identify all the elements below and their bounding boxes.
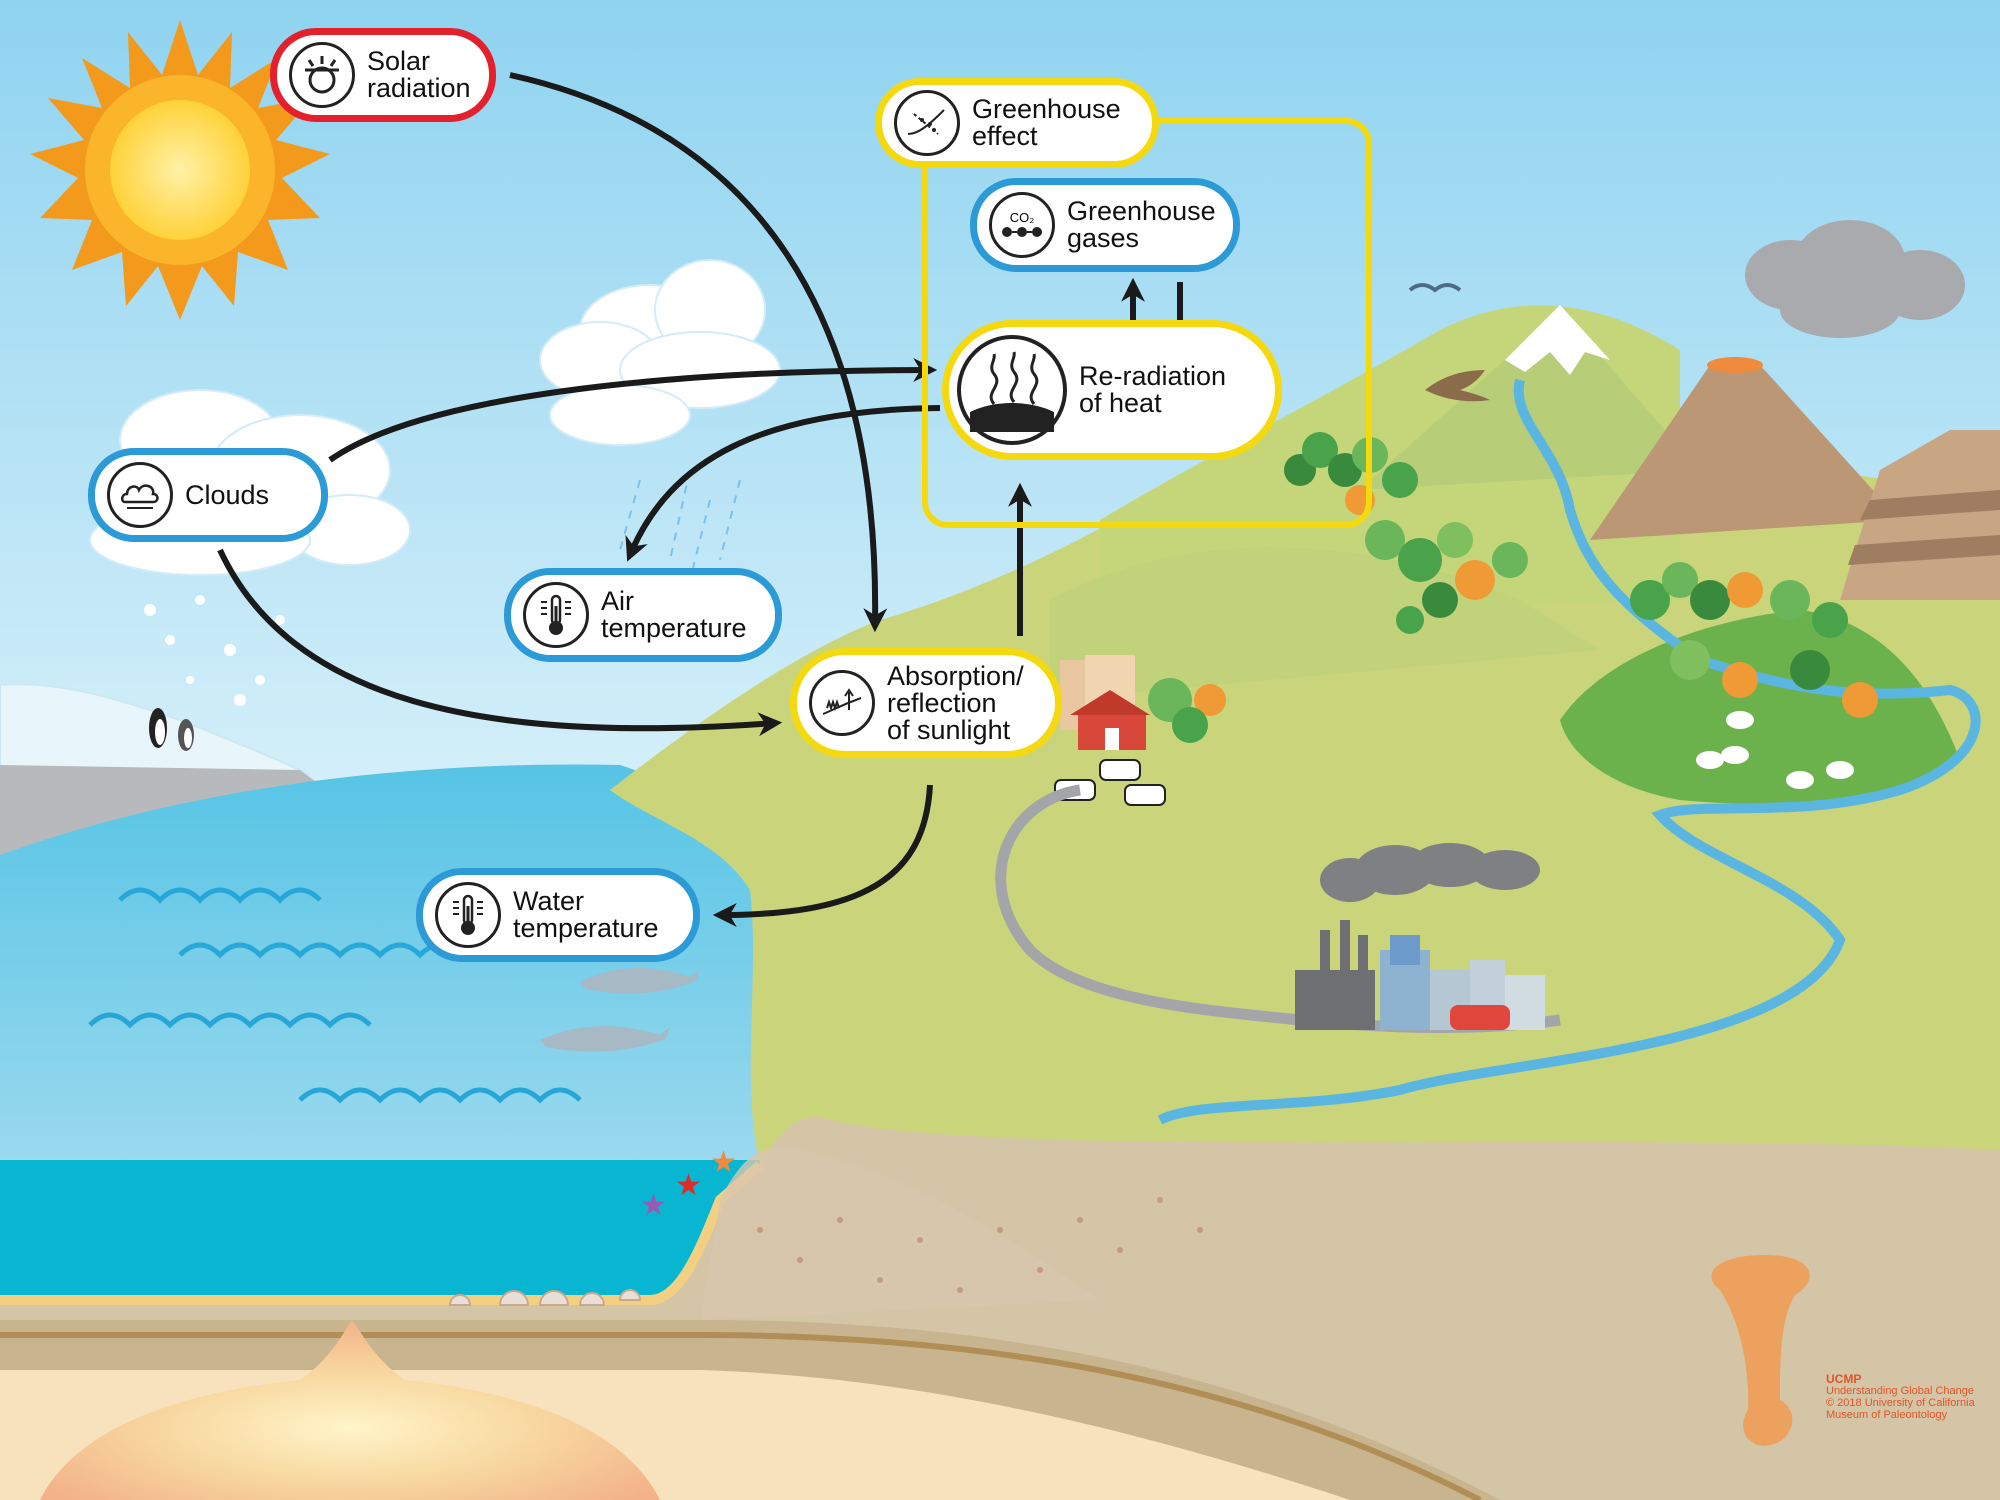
heat-waves-icon [957, 335, 1067, 445]
forest [1148, 432, 1878, 743]
eagle [1425, 370, 1490, 402]
volcano [1590, 365, 1900, 540]
node-label: Absorption/ reflection of sunlight [887, 660, 1024, 745]
node-label: Greenhouse effect [972, 94, 1121, 151]
thermometer-icon [523, 582, 589, 648]
node-absorption-reflection[interactable]: Absorption/ reflection of sunlight [790, 648, 1062, 758]
credit-line: Understanding Global Change [1826, 1385, 1974, 1397]
arrow-clouds-to-reradiation [328, 358, 938, 463]
arrow-clouds-to-absorption [217, 548, 783, 737]
node-label: Greenhouse gases [1067, 196, 1216, 253]
arrow-reradiation-to-air-temp [625, 405, 941, 562]
node-solar-radiation[interactable]: Solar radiation [270, 28, 496, 122]
volcano-smoke [1745, 220, 1965, 338]
snowy-mountain [1360, 310, 1700, 490]
sheep [1696, 711, 1854, 789]
thermometer-icon [435, 882, 501, 948]
node-label: Solar radiation [367, 46, 471, 103]
absorption-icon [809, 670, 875, 736]
node-greenhouse-gases[interactable]: CO₂ Greenhouse gases [970, 178, 1240, 272]
sediment-dots [757, 1197, 1203, 1293]
svg-text:★: ★ [710, 1145, 737, 1180]
co2-molecule-icon: CO₂ [989, 192, 1055, 258]
greenhouse-effect-icon [894, 90, 960, 156]
magma-chamber [40, 1320, 660, 1500]
sky-cloud [539, 259, 781, 446]
sun [30, 20, 330, 320]
cloud-icon [107, 462, 173, 528]
rain [619, 469, 741, 581]
meadow [1560, 610, 1960, 804]
dolphins [540, 968, 700, 1052]
river [1157, 378, 1981, 1125]
credit-brand: UCMP [1826, 1372, 1862, 1386]
magma-plume [1711, 1255, 1810, 1446]
starfish: ★ ★ ★ [640, 1145, 737, 1223]
feedback-arrows [217, 72, 1192, 927]
ucmp-credit: UCMP Understanding Global Change © 2018 … [1826, 1373, 1975, 1421]
node-label: Water temperature [513, 886, 659, 943]
svg-text:★: ★ [640, 1188, 667, 1223]
city [1295, 920, 1545, 1030]
arrow-solar-to-absorption [509, 72, 888, 633]
node-air-temperature[interactable]: Air temperature [504, 568, 782, 662]
factory-smoke [1320, 843, 1540, 902]
svg-text:★: ★ [675, 1168, 702, 1203]
shells [448, 1289, 642, 1306]
node-water-temperature[interactable]: Water temperature [416, 868, 700, 962]
credit-line: Museum of Paleontology [1826, 1409, 1948, 1421]
snow [144, 595, 285, 706]
penguins [149, 708, 194, 751]
node-reradiation-of-heat[interactable]: Re-radiation of heat [942, 320, 1282, 460]
co2-icon-text: CO₂ [1009, 210, 1035, 225]
node-greenhouse-effect[interactable]: Greenhouse effect [875, 78, 1159, 168]
sun-icon [289, 42, 355, 108]
node-label: Clouds [185, 479, 270, 510]
arrow-absorption-to-water-temp [712, 784, 933, 927]
node-label: Re-radiation of heat [1079, 361, 1227, 418]
farm [1060, 655, 1150, 750]
waves [88, 887, 582, 1104]
ocean [0, 764, 780, 1165]
credit-line: © 2018 University of California [1826, 1397, 1975, 1409]
bird [1408, 283, 1462, 293]
node-label: Air temperature [601, 586, 747, 643]
node-clouds[interactable]: Clouds [88, 448, 328, 542]
